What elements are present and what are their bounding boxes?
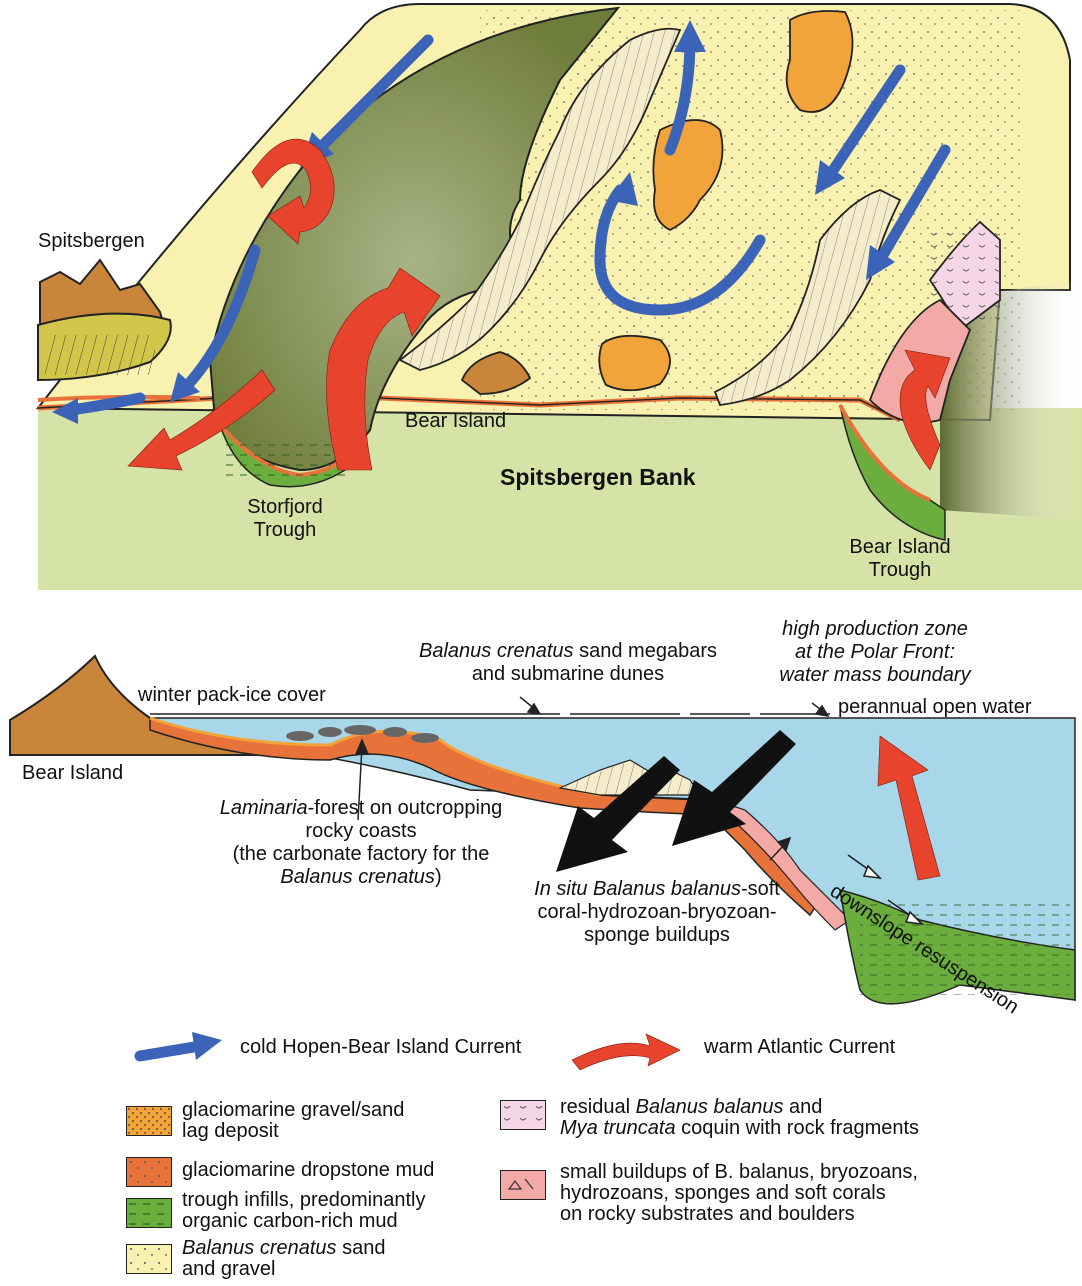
legend-residual-rest2: coquin with rock fragments (676, 1117, 919, 1139)
legend-residual-rest1: and (784, 1096, 823, 1118)
legend-gravel-line2: lag deposit (182, 1121, 404, 1142)
legend-cold-current: cold Hopen-Bear Island Current (240, 1037, 521, 1058)
label-megabars-italic: Balanus crenatus (419, 640, 574, 662)
map-block (38, 4, 1082, 590)
swatch-buildups (500, 1170, 546, 1200)
label-insitu-line3: sponge buildups (497, 924, 817, 947)
label-storfjord-trough: Storfjord Trough (230, 496, 340, 542)
legend-trough: trough infills, predominantly organic ca… (182, 1190, 425, 1232)
swatch-gravel (126, 1106, 172, 1136)
legend-buildups-line1: small buildups of B. balanus, bryozoans, (560, 1162, 918, 1183)
label-lam-line2: rocky coasts (196, 820, 526, 843)
label-bear-island-map: Bear Island (405, 410, 506, 433)
legend-gravel-line1: glaciomarine gravel/sand (182, 1100, 404, 1121)
legend-residual-italic1: Balanus balanus (636, 1096, 784, 1118)
legend-crenatus-line1: Balanus crenatus sand (182, 1238, 385, 1259)
legend-trough-line1: trough infills, predominantly (182, 1190, 425, 1211)
swatch-crenatus (126, 1244, 172, 1274)
label-polar-front: high production zone at the Polar Front:… (735, 618, 1015, 687)
label-winter-pack-ice: winter pack-ice cover (138, 684, 326, 707)
legend-residual-italic2: Mya truncata (560, 1117, 676, 1139)
legend-crenatus-italic: Balanus crenatus (182, 1237, 337, 1259)
label-lam-rest: -forest on outcropping (308, 797, 503, 819)
label-insitu-rest: -soft (741, 878, 780, 900)
label-megabars: Balanus crenatus sand megabars and subma… (418, 640, 718, 686)
label-in-situ: In situ Balanus balanus-soft coral-hydro… (497, 878, 817, 947)
legend-crenatus-rest: sand (337, 1237, 386, 1259)
label-lam-italic: Laminaria (220, 797, 308, 819)
label-lam-line1: Laminaria-forest on outcropping (196, 797, 526, 820)
label-storfjord-line1: Storfjord (230, 496, 340, 519)
label-bear-island-section: Bear Island (22, 762, 123, 785)
label-spitsbergen: Spitsbergen (38, 230, 145, 253)
swatch-residual (500, 1100, 546, 1130)
label-lam-line4-italic: Balanus crenatus (280, 866, 435, 888)
legend-gravel: glaciomarine gravel/sand lag deposit (182, 1100, 404, 1142)
legend-dropstone: glaciomarine dropstone mud (182, 1160, 434, 1181)
label-megabars-rest: sand megabars (574, 640, 717, 662)
legend-buildups: small buildups of B. balanus, bryozoans,… (560, 1162, 918, 1225)
label-insitu-italic: In situ Balanus balanus (534, 878, 741, 900)
label-perannual: perannual open water (838, 696, 1031, 719)
label-insitu-line1: In situ Balanus balanus-soft (497, 878, 817, 901)
label-pf-line1: high production zone (735, 618, 1015, 641)
legend-crenatus: Balanus crenatus sand and gravel (182, 1238, 385, 1280)
label-pf-line3: water mass boundary (735, 664, 1015, 687)
label-pf-line2: at the Polar Front: (735, 641, 1015, 664)
legend-trough-line2: organic carbon-rich mud (182, 1211, 425, 1232)
legend-crenatus-line2: and gravel (182, 1259, 385, 1280)
label-lam-line4: Balanus crenatus) (196, 866, 526, 889)
label-lam-line4-rest: ) (435, 866, 442, 888)
legend-buildups-line3: on rocky substrates and boulders (560, 1204, 918, 1225)
legend-residual-pre: residual (560, 1096, 636, 1118)
label-bit-line1: Bear Island (830, 536, 970, 559)
label-megabars-line2: and submarine dunes (418, 663, 718, 686)
label-storfjord-line2: Trough (230, 519, 340, 542)
swatch-dropstone (126, 1157, 172, 1187)
label-megabars-line1: Balanus crenatus sand megabars (418, 640, 718, 663)
legend-warm-arrow (572, 1034, 680, 1070)
swatch-trough-infill (126, 1198, 172, 1228)
legend-warm-current: warm Atlantic Current (704, 1037, 895, 1058)
legend-residual-line2: Mya truncata coquin with rock fragments (560, 1118, 919, 1139)
legend-cold-arrow (140, 1046, 200, 1056)
legend-residual-line1: residual Balanus balanus and (560, 1097, 919, 1118)
label-lam-line3: (the carbonate factory for the (196, 843, 526, 866)
label-bit-line2: Trough (830, 559, 970, 582)
label-bear-island-trough: Bear Island Trough (830, 536, 970, 582)
label-laminaria: Laminaria-forest on outcropping rocky co… (196, 797, 526, 889)
label-insitu-line2: coral-hydrozoan-bryozoan- (497, 901, 817, 924)
legend-buildups-line2: hydrozoans, sponges and soft corals (560, 1183, 918, 1204)
label-spitsbergen-bank: Spitsbergen Bank (500, 464, 696, 490)
legend-residual: residual Balanus balanus and Mya truncat… (560, 1097, 919, 1139)
